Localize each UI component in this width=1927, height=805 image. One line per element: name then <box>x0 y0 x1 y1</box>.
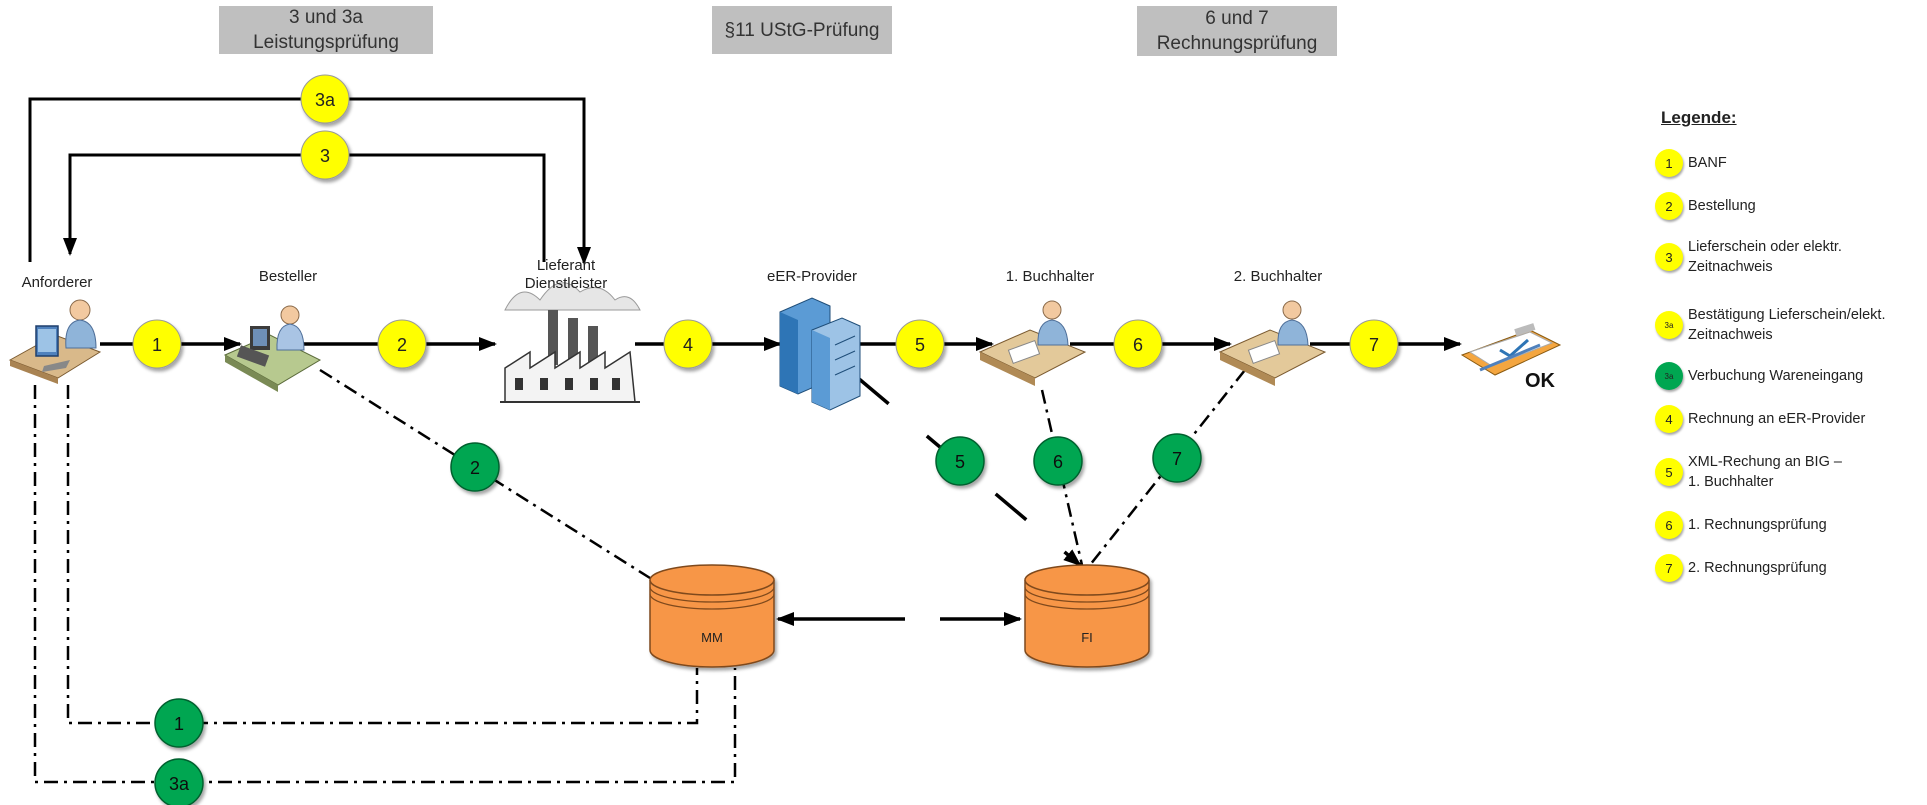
legend-text: 2. Rechnungsprüfung <box>1688 560 1827 576</box>
step-badge-2[interactable]: 2 <box>377 319 427 369</box>
legend-item: 3a Verbuchung Wareneingang <box>1655 362 1915 390</box>
database-fi[interactable]: FI <box>1024 564 1150 668</box>
header-leistungspruefung: 3 und 3a Leistungsprüfung <box>219 6 433 54</box>
step-badge-3[interactable]: 3 <box>300 130 350 180</box>
person-at-desk-icon <box>223 305 322 392</box>
legend-badge: 2 <box>1655 192 1683 220</box>
accountant-1-icon <box>978 300 1087 386</box>
header-leistung-line1: 3 und 3a <box>289 7 363 28</box>
svg-text:2: 2 <box>397 335 407 355</box>
actor-label-lieferant: Lieferant Dienstleister <box>525 257 608 293</box>
legend-text: BANF <box>1688 155 1727 171</box>
svg-text:7: 7 <box>1172 449 1182 469</box>
database-mm[interactable]: MM <box>649 564 775 668</box>
database-mm-label: MM <box>701 630 723 645</box>
server-icon <box>779 297 861 411</box>
svg-text:7: 7 <box>1369 335 1379 355</box>
ok-clipboard-icon: OK <box>1460 323 1562 392</box>
step-badge-3a[interactable]: 3a <box>300 74 350 124</box>
svg-text:3a: 3a <box>315 90 336 110</box>
booking-badge-7[interactable]: 7 <box>1152 433 1202 483</box>
booking-badge-2[interactable]: 2 <box>450 442 500 492</box>
green-badges: 2 5 6 7 1 3a <box>154 433 1202 805</box>
database-fi-label: FI <box>1081 630 1093 645</box>
legend-badge: 6 <box>1655 511 1683 539</box>
actor-label-buchhalter-1: 1. Buchhalter <box>1005 268 1095 285</box>
legend-badge: 7 <box>1655 554 1683 582</box>
actor-label-buchhalter-2: 2. Buchhalter <box>1233 268 1323 285</box>
legend-text: Verbuchung Wareneingang <box>1688 368 1864 384</box>
svg-text:5: 5 <box>955 452 965 472</box>
booking-badge-5[interactable]: 5 <box>935 436 985 486</box>
svg-text:2: 2 <box>470 458 480 478</box>
legend-item: 4 Rechnung an eER-Provider <box>1655 405 1915 433</box>
step-badge-4[interactable]: 4 <box>663 319 713 369</box>
yellow-badges: 3a 3 1 2 4 5 6 7 <box>132 74 1399 369</box>
legend-item: 5 XML-Rechung an BIG –1. Buchhalter <box>1655 452 1915 492</box>
header-rechnung-line1: 6 und 7 <box>1205 8 1269 29</box>
actor-label-anforderer: Anforderer <box>21 274 93 291</box>
actor-label-lieferant-line1: Lieferant <box>536 257 596 274</box>
legend-item: 6 1. Rechnungsprüfung <box>1655 511 1915 539</box>
legend-item: 3a Bestätigung Lieferschein/elekt.Zeitna… <box>1655 305 1915 345</box>
person-at-computer-icon <box>8 299 102 384</box>
legend-text: Bestätigung Lieferschein/elekt.Zeitnachw… <box>1688 307 1886 343</box>
dashdot-lines <box>33 368 1246 784</box>
svg-text:3: 3 <box>320 146 330 166</box>
legend-badge: 3 <box>1655 243 1683 271</box>
legend-badge: 3a <box>1655 362 1683 390</box>
legend-badge: 4 <box>1655 405 1683 433</box>
accountant-2-icon <box>1218 300 1327 386</box>
svg-text:1: 1 <box>174 714 184 734</box>
legend-badge: 5 <box>1655 458 1683 486</box>
factory-icon <box>500 282 641 403</box>
header-rechnungspruefung: 6 und 7 Rechnungsprüfung <box>1137 6 1337 56</box>
svg-text:4: 4 <box>683 335 693 355</box>
booking-badge-3a[interactable]: 3a <box>154 758 204 805</box>
header-ustg-line1: §11 UStG-Prüfung <box>724 19 880 41</box>
booking-badge-6[interactable]: 6 <box>1033 436 1083 486</box>
actor-label-lieferant-line2: Dienstleister <box>524 275 608 292</box>
ok-label: OK <box>1525 370 1556 392</box>
svg-text:6: 6 <box>1053 452 1063 472</box>
legend-badge: 1 <box>1655 149 1683 177</box>
legend-text: XML-Rechung an BIG –1. Buchhalter <box>1688 454 1842 490</box>
svg-text:6: 6 <box>1133 335 1143 355</box>
legend-item: 2 Bestellung <box>1655 192 1915 220</box>
legend-title: Legende: <box>1661 108 1737 127</box>
svg-text:3a: 3a <box>169 774 190 794</box>
legend-text: Bestellung <box>1688 198 1756 214</box>
legend-item: 1 BANF <box>1655 149 1915 177</box>
step-badge-5[interactable]: 5 <box>895 319 945 369</box>
actor-label-provider: eER-Provider <box>766 268 858 285</box>
booking-badge-1[interactable]: 1 <box>154 698 204 748</box>
header-leistung-line2: Leistungsprüfung <box>253 32 399 53</box>
step-badge-6[interactable]: 6 <box>1113 319 1163 369</box>
legend-item: 3 Lieferschein oder elektr.Zeitnachweis <box>1655 237 1915 277</box>
legend-text: Rechnung an eER-Provider <box>1688 411 1866 427</box>
header-ustg-pruefung: §11 UStG-Prüfung <box>712 6 892 54</box>
svg-text:1: 1 <box>152 335 162 355</box>
legend-item: 7 2. Rechnungsprüfung <box>1655 554 1915 582</box>
legend-text: 1. Rechnungsprüfung <box>1688 517 1827 533</box>
loop-3a-line <box>28 97 591 265</box>
actor-label-besteller: Besteller <box>258 268 318 285</box>
step-badge-7[interactable]: 7 <box>1349 319 1399 369</box>
svg-text:5: 5 <box>915 335 925 355</box>
step-badge-1[interactable]: 1 <box>132 319 182 369</box>
legend-badge: 3a <box>1655 311 1683 339</box>
header-rechnung-line2: Rechnungsprüfung <box>1156 33 1318 54</box>
legend-text: Lieferschein oder elektr.Zeitnachweis <box>1688 239 1842 275</box>
